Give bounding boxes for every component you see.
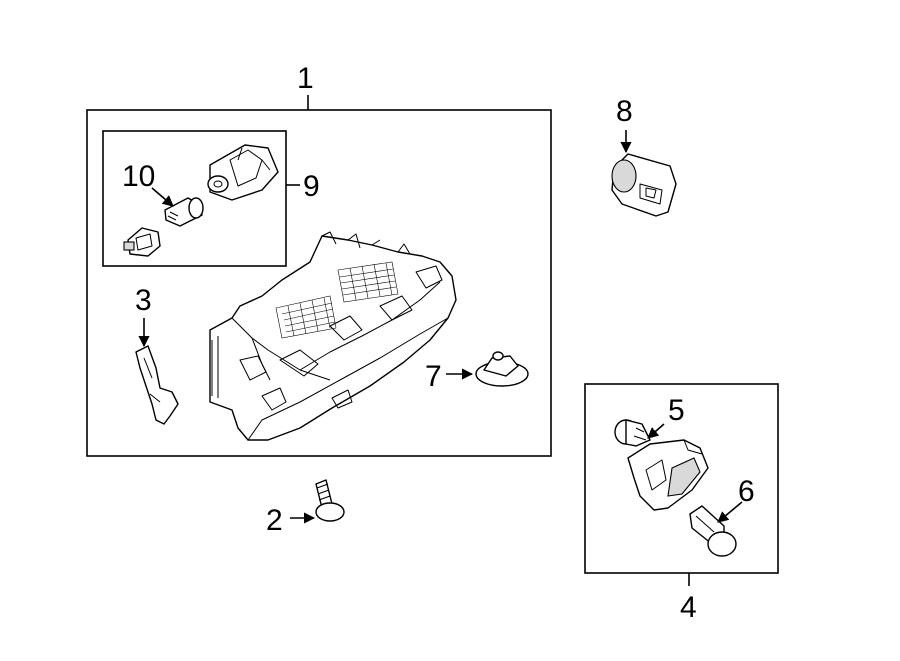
bumper-part: 7 xyxy=(425,351,529,393)
key-cylinder-part: 6 xyxy=(689,475,755,557)
callout-2: 2 xyxy=(266,504,283,537)
lock-cylinder-part: 5 xyxy=(614,394,685,447)
glove-box-part xyxy=(209,231,457,441)
lamp-housing-part xyxy=(207,144,279,201)
callout-7: 7 xyxy=(425,360,442,393)
assembly-box-4: 4 xyxy=(584,383,779,624)
callout-8: 8 xyxy=(616,95,633,128)
callout-10: 10 xyxy=(122,160,155,193)
callout-6: 6 xyxy=(738,475,755,508)
latch-part: 3 xyxy=(135,284,179,425)
bulb-part: 10 xyxy=(122,160,204,227)
switch-part: 8 xyxy=(611,95,677,217)
callout-9: 9 xyxy=(303,170,320,203)
assembly-box-1: 1 xyxy=(86,62,552,457)
callout-1: 1 xyxy=(297,62,314,95)
screw-part: 2 xyxy=(266,479,345,537)
socket-part xyxy=(123,227,161,257)
lock-housing-part xyxy=(627,439,709,511)
callout-3: 3 xyxy=(135,284,152,317)
callout-5: 5 xyxy=(668,394,685,427)
callout-4: 4 xyxy=(680,591,697,624)
assembly-box-9: 9 xyxy=(102,130,320,267)
